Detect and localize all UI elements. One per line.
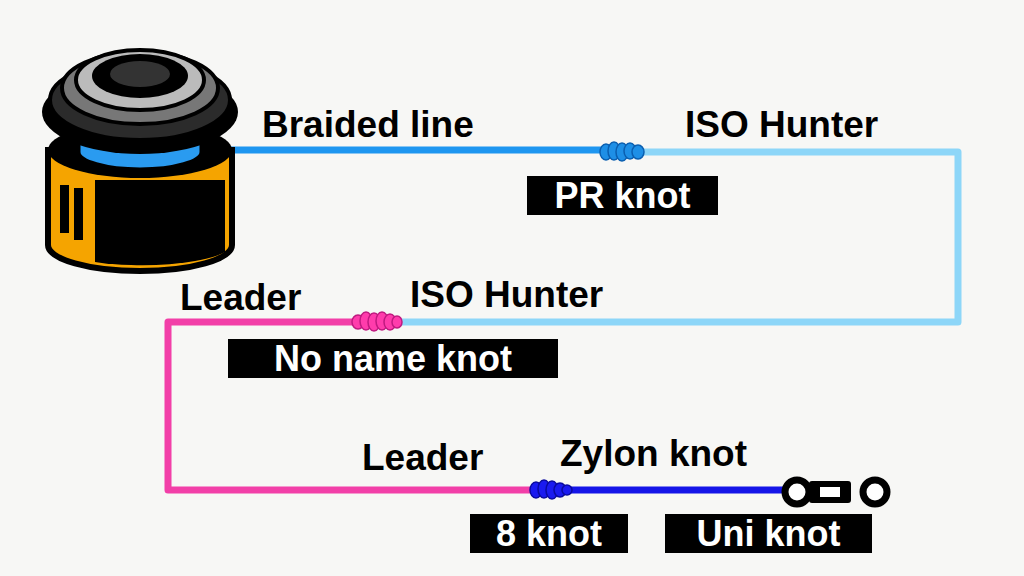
fishing-line xyxy=(385,152,958,322)
line-label: ISO Hunter xyxy=(410,276,603,313)
reel xyxy=(42,50,238,271)
knot-tag: No name knot xyxy=(228,322,558,378)
line-label: Zylon knot xyxy=(560,435,747,472)
fishing-line xyxy=(545,487,785,494)
knot-name: PR knot xyxy=(527,176,718,215)
line-label: ISO Hunter xyxy=(685,106,878,143)
knot xyxy=(352,312,402,331)
knot-tag: Uni knot xyxy=(665,490,872,553)
line-label: Leader xyxy=(362,439,483,476)
braided-line xyxy=(200,147,622,154)
knot-name: 8 knot xyxy=(470,514,628,553)
knot-tag: PR knot xyxy=(527,152,718,215)
knot-tag: 8 knot xyxy=(470,490,628,553)
knot xyxy=(530,480,572,499)
line-label: Leader xyxy=(180,279,301,316)
knot xyxy=(600,142,644,161)
swivel xyxy=(785,480,887,504)
line-label: Braided line xyxy=(262,106,474,143)
knot-name: Uni knot xyxy=(665,514,872,553)
knot-name: No name knot xyxy=(228,339,558,378)
